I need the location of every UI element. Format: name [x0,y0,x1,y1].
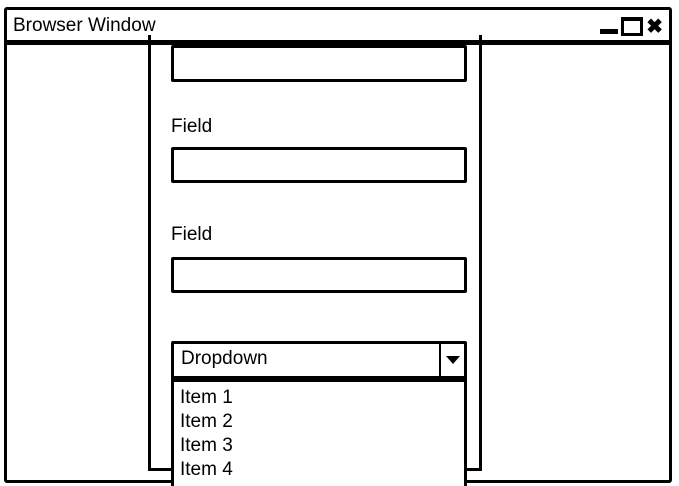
maximize-icon[interactable] [621,17,644,36]
close-icon[interactable]: ✖ [646,16,663,38]
dropdown-select[interactable]: Dropdown [171,341,467,379]
title-bar: Browser Window ✖ [7,10,669,45]
text-field-2[interactable] [171,147,467,183]
text-field-1[interactable] [171,45,467,82]
field-label-3: Field [171,224,213,245]
dropdown-toggle-button[interactable] [439,344,464,376]
window-controls: ✖ [600,16,663,38]
minimize-icon[interactable] [600,29,619,34]
text-field-3[interactable] [171,257,467,293]
field-label-2: Field [171,116,213,137]
dropdown-option[interactable]: Item 4 [180,459,233,480]
dropdown-options-list: Item 1 Item 2 Item 3 Item 4 [171,378,467,486]
window-title: Browser Window [13,15,156,36]
dropdown-option[interactable]: Item 2 [180,411,233,432]
dropdown-selected-value: Dropdown [181,348,268,369]
dropdown-option[interactable]: Item 3 [180,435,233,456]
chevron-down-icon [446,356,460,364]
dropdown-option[interactable]: Item 1 [180,387,233,408]
